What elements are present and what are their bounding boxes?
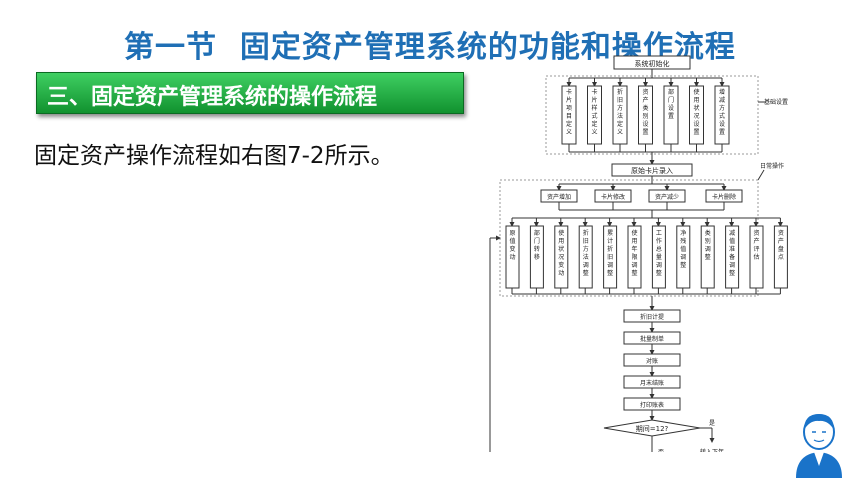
yes-label: 是 <box>709 420 715 427</box>
process-step-label: 批量制单 <box>640 335 664 343</box>
setup-item-label: 资产类别设置 <box>642 88 648 136</box>
change-item-box <box>529 225 544 289</box>
setup-item-label: 增减方式设置 <box>719 88 725 136</box>
no-label: 否 <box>658 449 664 452</box>
operation-label: 资产增加 <box>547 193 571 201</box>
change-item-label: 部门转移 <box>534 229 540 261</box>
daily-group-label: 日常操作 <box>760 162 784 170</box>
connector-line <box>757 169 765 181</box>
change-item-box <box>578 225 593 289</box>
change-item-label: 累计折旧调整 <box>607 230 613 277</box>
setup-item-label: 部门设置 <box>668 88 674 120</box>
change-item-label: 原值变动 <box>509 230 515 261</box>
system-init-label: 系统初始化 <box>635 59 670 68</box>
process-step-label: 打印账表 <box>640 401 664 409</box>
change-item-box <box>773 225 788 289</box>
change-item-label: 工作总量调整 <box>656 230 662 277</box>
card-entry-label: 原始卡片录入 <box>631 166 673 175</box>
process-step-label: 月末结账 <box>640 379 664 387</box>
change-item-label: 资产评估 <box>753 229 759 261</box>
change-item-label: 资产盘点 <box>778 229 784 261</box>
setup-item-label: 卡片项目定义 <box>566 88 572 136</box>
change-item-label: 类别调整 <box>705 229 711 261</box>
setup-item-label: 卡片样式定义 <box>591 88 597 136</box>
person-avatar-icon <box>796 414 842 478</box>
next-year-label: 转入下年 <box>700 448 724 452</box>
change-item-box <box>700 225 715 289</box>
change-item-label: 使用状况变动 <box>558 229 564 277</box>
section-heading-bar: 三、固定资产管理系统的操作流程 <box>36 72 464 114</box>
operation-label: 卡片删除 <box>712 193 736 201</box>
setup-group-label: 基础设置 <box>764 98 788 106</box>
decision-label: 期间=12? <box>636 425 669 433</box>
change-item-label: 减值准备调整 <box>729 229 735 277</box>
process-step-label: 折旧计提 <box>640 313 664 321</box>
operation-label: 卡片修改 <box>601 193 625 201</box>
operation-label: 资产减少 <box>655 193 679 201</box>
change-item-box <box>651 225 666 289</box>
process-step-label: 对账 <box>646 357 658 365</box>
flowchart-diagram: 系统初始化基础设置卡片项目定义卡片样式定义折旧方法定义资产类别设置部门设置使用状… <box>489 55 788 452</box>
section-heading: 三、固定资产管理系统的操作流程 <box>47 85 378 110</box>
change-item-label: 折旧方法调整 <box>583 229 589 277</box>
body-text: 固定资产操作流程如右图7-2所示。 <box>34 143 394 169</box>
change-item-label: 净残值调整 <box>680 229 686 269</box>
change-item-label: 使用年限调整 <box>631 229 637 277</box>
setup-item-label: 折旧方法定义 <box>617 88 623 136</box>
setup-item-label: 使用状况设置 <box>693 88 699 136</box>
